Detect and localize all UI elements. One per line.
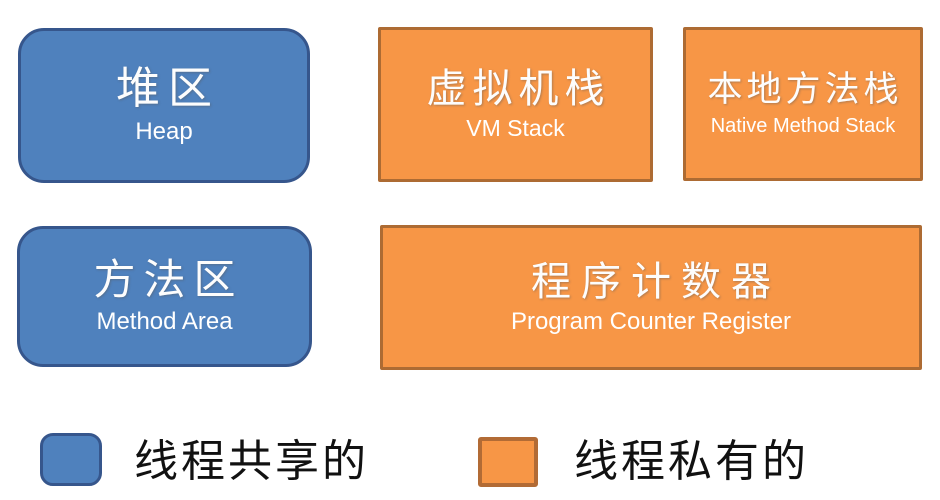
method-area-box: 方法区 Method Area <box>17 226 312 367</box>
vm-stack-box: 虚拟机栈 VM Stack <box>378 27 653 182</box>
vm-stack-en-label: VM Stack <box>466 115 565 142</box>
heap-en-label: Heap <box>135 117 193 145</box>
program-counter-register-box: 程序计数器 Program Counter Register <box>380 225 922 370</box>
vm-stack-zh-label: 虚拟机栈 <box>426 66 611 113</box>
thread-shared-legend-swatch <box>40 433 102 486</box>
heap-box: 堆区 Heap <box>18 28 310 183</box>
thread-private-legend-swatch <box>478 437 538 487</box>
method-area-zh-label: 方法区 <box>93 255 244 305</box>
heap-zh-label: 堆区 <box>116 63 220 115</box>
thread-private-legend-label: 线程私有的 <box>574 436 809 487</box>
thread-shared-legend-label: 线程共享的 <box>134 436 369 487</box>
program-counter-register-en-label: Program Counter Register <box>510 307 792 335</box>
native-method-stack-en-label: Native Method Stack <box>710 114 896 137</box>
native-method-stack-box: 本地方法栈 Native Method Stack <box>683 27 923 181</box>
native-method-stack-zh-label: 本地方法栈 <box>707 70 903 111</box>
program-counter-register-zh-label: 程序计数器 <box>531 258 781 305</box>
method-area-en-label: Method Area <box>96 307 233 335</box>
